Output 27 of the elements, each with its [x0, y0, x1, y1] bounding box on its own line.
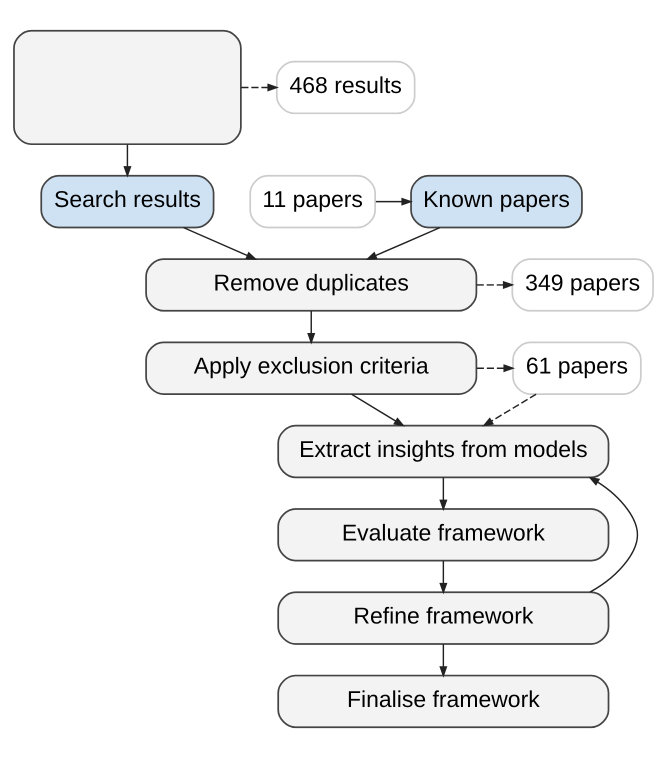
node-box: 468 results: [276, 60, 416, 114]
arrow: [439, 644, 448, 678]
node-box: 349 papers: [511, 258, 654, 312]
arrow: [439, 477, 448, 511]
node-box: Remove duplicates: [145, 258, 478, 312]
node-box: Evaluate framework: [277, 508, 610, 562]
node-box: [13, 29, 242, 145]
arrow: [476, 280, 514, 288]
node-box: Refine framework: [277, 590, 610, 644]
arrow: [476, 364, 515, 372]
arrow: [183, 226, 258, 260]
node-box: Apply exclusion criteria: [145, 341, 478, 394]
arrow: [366, 226, 440, 260]
arrow: [588, 476, 638, 592]
node-box: 61 papers: [512, 341, 642, 394]
node-box: Search results: [40, 174, 214, 228]
node-box: 11 papers: [249, 174, 376, 228]
arrow: [439, 560, 448, 594]
arrow: [351, 393, 406, 426]
arrow: [241, 82, 279, 91]
arrow: [376, 197, 413, 206]
arrow: [482, 393, 536, 426]
arrow: [307, 310, 316, 344]
arrow: [123, 144, 132, 178]
node-box: Finalise framework: [277, 674, 610, 728]
node-box: Known papers: [410, 174, 583, 228]
node-box: Extract insights from models: [277, 424, 610, 478]
